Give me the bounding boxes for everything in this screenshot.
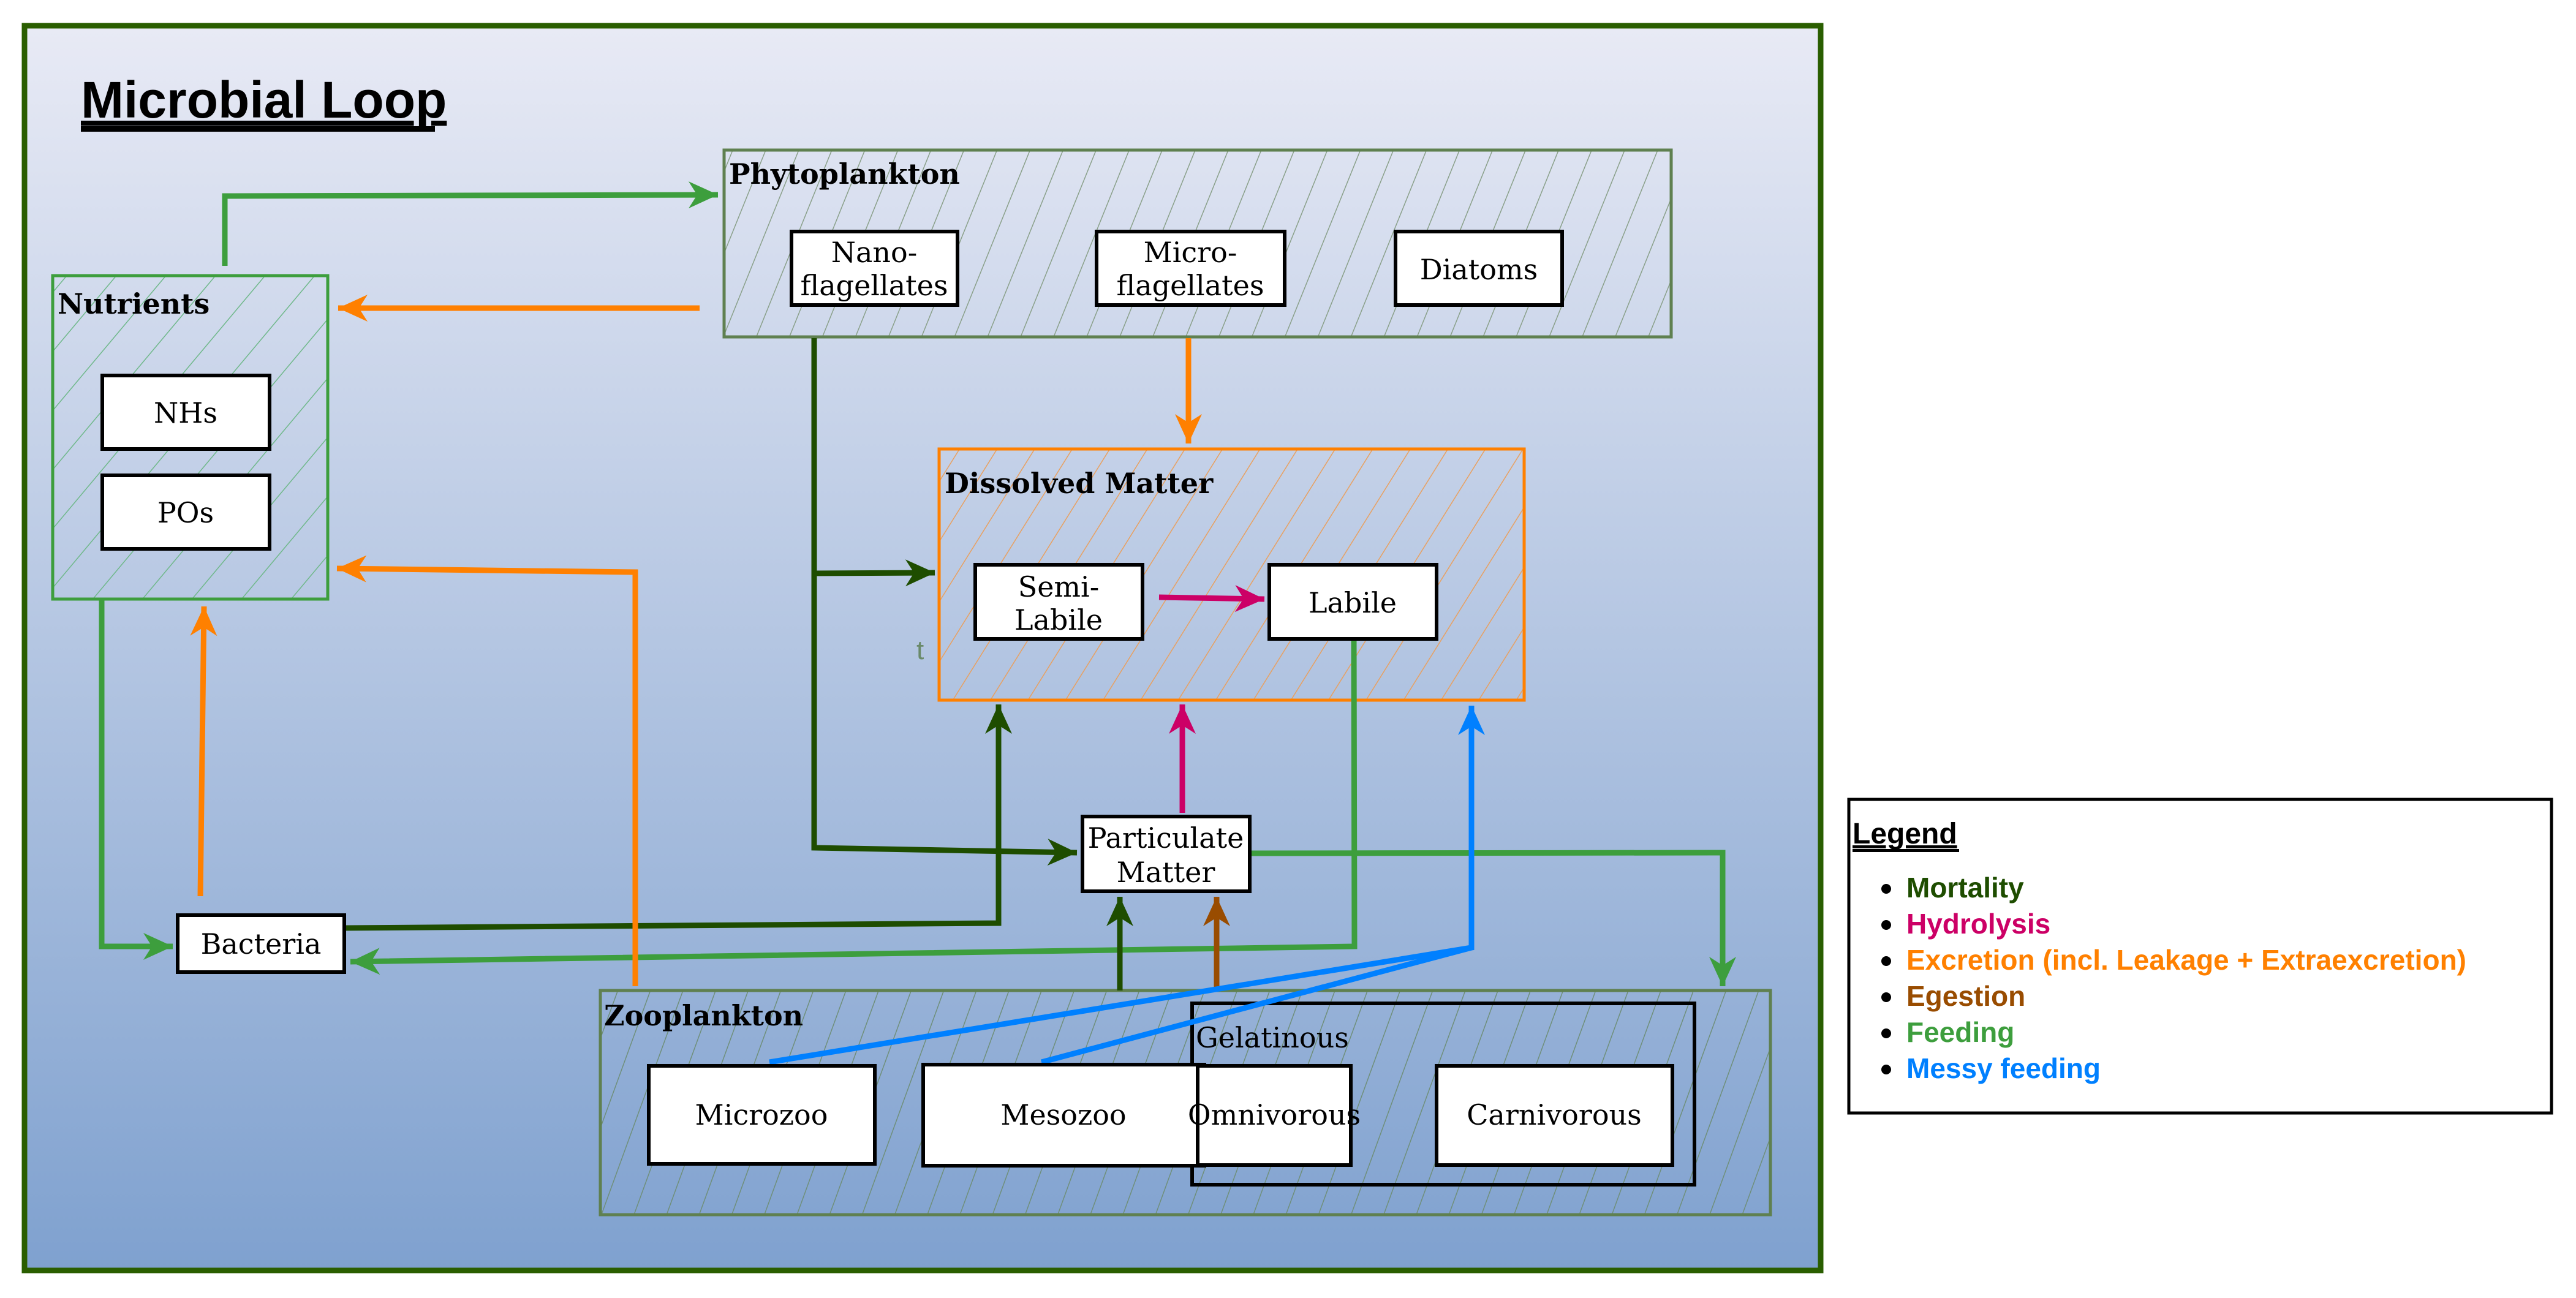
edge-nutrients-to-phytoplankton-arrowhead-icon [688, 181, 718, 209]
legend-title: Legend [1853, 818, 1957, 850]
legend-item-mortality: Mortality [1906, 872, 2024, 904]
edge-bacteria-to-nutrients-arrowhead-icon [190, 606, 217, 636]
edge-zooplankton-to-nutrients [336, 565, 638, 986]
node-diatoms[interactable]: Diatoms [1394, 230, 1564, 307]
node-omnivorous[interactable]: Omnivorous [1188, 1064, 1361, 1167]
node-label: Mesozoo [1000, 1098, 1126, 1131]
node-particulate-matter[interactable]: Particulate Matter [1081, 815, 1252, 893]
edge-bacteria-to-dissolved-arrowhead-icon [985, 704, 1012, 734]
node-nhs[interactable]: NHs [100, 374, 271, 451]
group-label-phytoplankton: Phytoplankton [729, 157, 960, 191]
legend-item-hydrolysis: Hydrolysis [1906, 908, 2050, 940]
node-carnivorous[interactable]: Carnivorous [1435, 1064, 1674, 1167]
node-label: Matter [1117, 856, 1215, 889]
legend-bullet-icon [1881, 1028, 1891, 1038]
node-microzoo[interactable]: Microzoo [647, 1064, 877, 1166]
group-label-nutrients: Nutrients [58, 287, 210, 320]
legend-bullet-icon [1881, 992, 1891, 1002]
node-label: Omnivorous [1188, 1098, 1361, 1131]
edge-microzoo-to-dissolved-arrowhead-icon [1458, 706, 1485, 735]
edge-particulate-to-dissolved-arrowhead-icon [1169, 704, 1196, 734]
node-label: Diatoms [1420, 253, 1538, 286]
edge-nutrients-to-bacteria [99, 600, 173, 949]
node-mesozoo[interactable]: Mesozoo [921, 1063, 1206, 1168]
node-label: POs [157, 496, 214, 529]
node-pos[interactable]: POs [100, 474, 271, 551]
group-label-dissolved-matter: Dissolved Matter [945, 467, 1214, 500]
title-underline [81, 126, 435, 132]
node-label: flagellates [801, 269, 948, 302]
legend-bullet-icon [1881, 920, 1891, 930]
legend-bullet-icon [1881, 956, 1891, 966]
legend-item-egestion: Egestion [1906, 980, 2025, 1012]
legend-title-underline [1853, 849, 1959, 852]
node-label: flagellates [1117, 269, 1264, 302]
edge-zooplankton-to-particulate-mortality-arrowhead-icon [1106, 897, 1133, 926]
node-label: Microzoo [695, 1098, 828, 1131]
subgroup-label-gelatinous: Gelatinous [1196, 1021, 1349, 1054]
node-label: Bacteria [201, 927, 322, 960]
node-semi-labile[interactable]: Semi- Labile [973, 563, 1144, 641]
edge-nano-to-particulate [811, 573, 1078, 856]
legend-bullet-icon [1881, 884, 1891, 894]
node-label: Semi- [1018, 570, 1100, 603]
edge-nano-to-dissolved-arrowhead-icon [905, 559, 935, 587]
edge-nutrients-to-phytoplankton [222, 192, 719, 266]
legend-bullet-icon [1881, 1065, 1891, 1074]
node-label: Micro- [1144, 236, 1237, 269]
edge-labile-to-bacteria-arrowhead-icon [350, 948, 380, 975]
legend-item-messy_feeding: Messy feeding [1906, 1052, 2101, 1084]
node-label: Particulate [1088, 821, 1244, 855]
legend-box [1847, 798, 2553, 1115]
edge-zooplankton-to-particulate-egestion-arrowhead-icon [1203, 897, 1230, 926]
node-label: Nano- [831, 236, 918, 269]
edge-particulate-to-zooplankton-arrowhead-icon [1709, 957, 1736, 986]
edge-nano-to-particulate-arrowhead-icon [1047, 839, 1077, 866]
edge-semilabile-to-labile-arrowhead-icon [1234, 585, 1264, 613]
node-label: Labile [1309, 586, 1397, 619]
node-label: Labile [1014, 603, 1103, 636]
edges-layer [99, 181, 1736, 1065]
node-nanoflagellates[interactable]: Nano- flagellates [790, 230, 959, 307]
edge-mesozoo-to-dissolved [1040, 945, 1473, 1065]
edge-particulate-to-zooplankton [1249, 850, 1726, 986]
node-label: NHs [154, 396, 217, 429]
node-labile[interactable]: Labile [1267, 563, 1438, 641]
legend-item-excretion: Excretion (incl. Leakage + Extraexcretio… [1906, 944, 2466, 976]
edge-phytoplankton-to-dissolved-arrowhead-icon [1175, 414, 1202, 443]
node-microflagellates[interactable]: Micro- flagellates [1095, 230, 1286, 307]
legend-item-feeding: Feeding [1906, 1016, 2014, 1048]
group-label-zooplankton: Zooplankton [604, 999, 803, 1032]
diagram-title: Microbial Loop [81, 71, 447, 129]
edge-labile-to-bacteria [350, 638, 1358, 965]
edge-bacteria-to-dissolved [344, 704, 1002, 931]
edge-bacteria-to-nutrients [197, 606, 207, 897]
node-bacteria[interactable]: Bacteria [176, 913, 346, 974]
edge-nutrients-to-bacteria-arrowhead-icon [143, 933, 173, 960]
edge-zooplankton-to-nutrients-arrowhead-icon [337, 555, 367, 583]
stray-text: t [916, 635, 924, 665]
edge-phytoplankton-to-nutrients-arrowhead-icon [338, 295, 368, 322]
node-label: Carnivorous [1467, 1098, 1642, 1131]
